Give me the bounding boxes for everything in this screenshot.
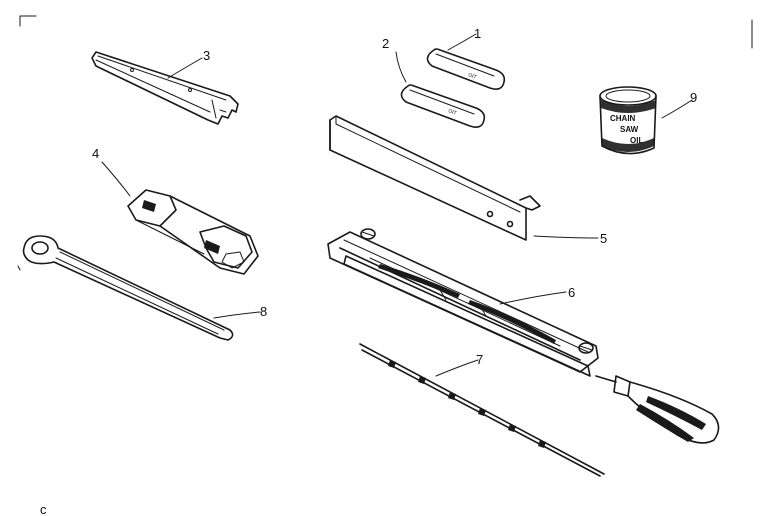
label-5: 5 [600,231,607,246]
leader-1 [447,33,477,51]
part-2-stone: OIT [400,84,486,128]
part-6-file-guide [327,228,720,444]
leader-8 [213,311,261,319]
part-9-oil-can: CHAIN SAW OIL [599,86,657,155]
part-4-socket-wrench [127,189,259,275]
part-7-round-file [359,343,605,477]
corner-mark-top-left [19,15,37,27]
corner-mark-left [17,265,21,271]
label-4: 4 [92,146,99,161]
part-5-depth-gauge [329,115,541,241]
part-1-marking: OIT [467,72,477,80]
label-1: 1 [474,26,481,41]
leader-2 [395,51,407,83]
corner-marks [17,15,753,271]
label-7: 7 [476,352,483,367]
label-6: 6 [568,285,575,300]
can-label-line-2: SAW [620,125,639,134]
stray-mark: c [40,502,47,516]
leader-3 [167,57,203,79]
leader-4 [101,161,131,197]
part-1-stone: OIT [426,48,506,90]
can-label-line-1: CHAIN [610,114,636,123]
leader-9 [661,99,693,119]
leader-7 [435,359,479,377]
label-8: 8 [260,304,267,319]
leader-6 [499,291,567,305]
label-3: 3 [203,48,210,63]
label-9: 9 [690,90,697,105]
part-2-marking: OIT [447,108,457,116]
part-8-ring-wrench [22,235,234,341]
part-3-tool-bar [91,51,239,125]
leader-5 [533,235,599,239]
can-label-line-3: OIL [630,136,643,145]
label-2: 2 [382,36,389,51]
